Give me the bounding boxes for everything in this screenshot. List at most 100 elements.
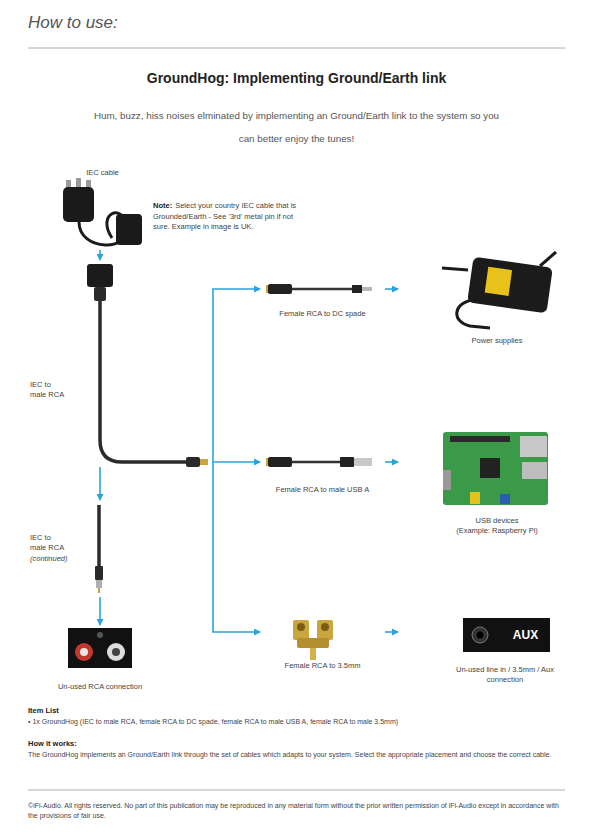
illustration-node: Female RCA to male USB A bbox=[260, 452, 385, 497]
note-heading: Note: bbox=[153, 201, 172, 210]
socket-hole bbox=[321, 623, 329, 631]
jack-ring bbox=[472, 627, 488, 643]
illustration-node: IEC cable bbox=[55, 165, 150, 250]
rca-plug bbox=[95, 566, 103, 580]
usb-port bbox=[522, 462, 547, 479]
panel bbox=[68, 628, 132, 668]
connector-arrow bbox=[385, 288, 398, 290]
cable bbox=[292, 288, 352, 291]
illustration-node: Power supplies bbox=[398, 248, 565, 348]
psu-label bbox=[485, 267, 512, 296]
ethernet-port bbox=[520, 436, 547, 457]
connector-arrow bbox=[213, 289, 260, 462]
note-block: Note:Select your country IEC cable that … bbox=[153, 201, 303, 233]
cable bbox=[292, 461, 340, 464]
node-caption: Female RCA to DC spade bbox=[260, 309, 385, 319]
illustration-node: IEC to male RCA(continued) bbox=[25, 500, 115, 597]
jack-plug bbox=[310, 648, 316, 660]
iec-connector bbox=[87, 264, 113, 287]
subtitle: Hum, buzz, hiss noises elminated by impl… bbox=[93, 104, 500, 150]
copyright-notice: ©iFi-Audio. All rights reserved. No part… bbox=[28, 801, 568, 821]
connector-arrow bbox=[385, 631, 398, 633]
cord bbox=[442, 268, 468, 270]
iec-connector bbox=[116, 214, 142, 245]
rca-to-usb-art bbox=[266, 457, 372, 467]
illustration-node: Female RCA to DC spade bbox=[260, 278, 385, 323]
iec-cable-art bbox=[63, 178, 142, 245]
node-subcaption: (continued) bbox=[30, 554, 90, 564]
adapter-body bbox=[297, 638, 329, 648]
spade-housing bbox=[352, 285, 362, 293]
node-subcaption: (Example: Raspberry Pi) bbox=[442, 526, 552, 536]
illustration-node: USB devices(Example: Raspberry Pi) bbox=[398, 428, 565, 540]
rca-tip bbox=[98, 588, 100, 593]
rca-shell bbox=[96, 580, 102, 588]
connector-arrow bbox=[213, 461, 260, 463]
rca-to-35mm-art bbox=[293, 620, 333, 660]
screw bbox=[97, 632, 103, 638]
cable bbox=[97, 505, 101, 568]
rca-socket bbox=[317, 620, 333, 640]
socket-pin bbox=[112, 648, 120, 656]
item-list-entry: • 1x GroundHog (IEC to male RCA, female … bbox=[28, 717, 568, 727]
node-caption: IEC to male RCA bbox=[30, 533, 66, 553]
node-caption: IEC to male RCA bbox=[30, 380, 66, 400]
connector-arrow bbox=[99, 597, 101, 625]
node-subcaption: Un-used line in / 3.5mm / Aux connection bbox=[450, 665, 560, 685]
rca-to-dc-art bbox=[266, 284, 372, 294]
rca-jack bbox=[268, 284, 292, 294]
connector-arrow bbox=[99, 250, 101, 260]
rca-jack bbox=[268, 457, 292, 467]
rca-plug bbox=[186, 457, 200, 467]
gpio-header bbox=[450, 436, 510, 442]
illustration-node: Un-used RCA connection bbox=[45, 625, 155, 693]
psu-brick bbox=[467, 257, 553, 314]
sd-slot bbox=[443, 470, 451, 490]
page-header: How to use: bbox=[28, 13, 328, 33]
note-text: Select your country IEC cable that is Gr… bbox=[153, 201, 296, 231]
socket-pin bbox=[80, 648, 88, 656]
white-socket bbox=[107, 643, 125, 661]
footer-rule bbox=[28, 790, 565, 791]
pcb bbox=[443, 432, 548, 505]
illustration-node: Female RCA to 3.5mm bbox=[260, 612, 385, 672]
connector-arrow bbox=[213, 462, 260, 632]
jack-hole bbox=[477, 632, 484, 639]
strain-relief bbox=[94, 287, 106, 301]
page-title: GroundHog: Implementing Ground/Earth lin… bbox=[0, 70, 593, 87]
usb-a-plug bbox=[354, 458, 372, 466]
node-caption: Un-used RCA connection bbox=[45, 682, 155, 692]
node-caption: Female RCA to male USB A bbox=[260, 485, 385, 495]
red-socket bbox=[75, 643, 93, 661]
body-text: The GroundHog implements an Ground/Earth… bbox=[28, 750, 568, 760]
node-caption: Female RCA to 3.5mm bbox=[260, 661, 385, 671]
connector-arrow bbox=[385, 461, 398, 463]
cable bbox=[100, 300, 188, 462]
audio-jack bbox=[500, 494, 510, 504]
node-caption: IEC cable bbox=[55, 168, 150, 178]
iec-to-rca-art bbox=[87, 264, 208, 467]
header-rule bbox=[28, 48, 565, 49]
node-caption: USB devices bbox=[442, 516, 552, 526]
rca-tip bbox=[200, 459, 208, 465]
socket-hole bbox=[297, 623, 305, 631]
usb-housing bbox=[340, 457, 354, 467]
rca-sockets-art bbox=[68, 628, 132, 668]
cord bbox=[540, 252, 556, 266]
connector-arrow bbox=[99, 467, 101, 500]
illustration-node: AUX Un-used line in / 3.5mm / Aux connect… bbox=[398, 615, 565, 695]
node-caption: Power supplies bbox=[442, 336, 552, 346]
node-caption: AUX bbox=[498, 628, 553, 642]
processor bbox=[480, 458, 500, 478]
illustration-node: IEC to male RCA bbox=[25, 260, 213, 467]
uk-plug bbox=[63, 187, 94, 222]
section-heading: How it works: bbox=[28, 739, 328, 749]
dc-spade bbox=[362, 287, 372, 291]
raspberry-pi-art bbox=[443, 432, 548, 505]
rca-socket bbox=[293, 620, 309, 640]
power-supply-art bbox=[442, 252, 556, 328]
iec-to-rca-continued-art bbox=[95, 505, 103, 593]
